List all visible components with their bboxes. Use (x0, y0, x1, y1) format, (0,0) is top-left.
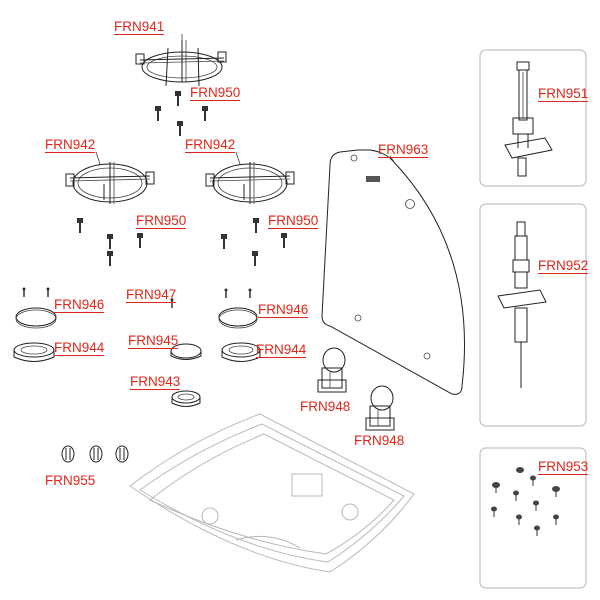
label-frn948-left: FRN948 (300, 399, 351, 414)
label-frn963: FRN963 (378, 142, 429, 158)
frame-frn952 (479, 203, 587, 427)
burner-cap-frn946-left (15, 307, 57, 329)
label-frn946-right: FRN946 (258, 302, 309, 318)
pins-frn946-right (224, 288, 252, 298)
pins-frn946-left (22, 287, 50, 297)
label-frn941: FRN941 (114, 19, 165, 35)
burner-head-frn944-left (13, 342, 55, 362)
hinge-frn948-right (365, 385, 395, 431)
screws-frn950-top (155, 91, 208, 136)
burner-cap-frn946-right (218, 307, 258, 329)
label-frn950-left: FRN950 (136, 213, 187, 229)
pan-support-frn941 (135, 40, 227, 87)
pan-support-frn942-left (65, 162, 155, 204)
burner-head-frn944-right (221, 342, 261, 362)
label-frn942-right: FRN942 (185, 137, 236, 153)
label-frn944-right: FRN944 (256, 342, 307, 358)
label-frn950-top: FRN950 (190, 85, 241, 101)
thermocouple-frn951 (504, 61, 553, 177)
label-frn948-right: FRN948 (354, 433, 405, 448)
label-frn942-left: FRN942 (45, 137, 96, 153)
screw-set-frn953 (491, 467, 560, 536)
label-frn946-left: FRN946 (54, 297, 105, 313)
label-frn955: FRN955 (45, 473, 96, 488)
screws-frn950-left (77, 218, 143, 266)
leader-frn942-right (235, 151, 241, 165)
glass-lid-frn963 (321, 149, 465, 395)
drip-pan-tray (129, 413, 415, 573)
screws-frn950-right (221, 218, 287, 266)
label-frn951: FRN951 (538, 86, 589, 102)
spark-plug-frn952 (497, 221, 547, 388)
burner-cap-frn945 (170, 343, 202, 360)
hinge-frn948-left (317, 347, 347, 393)
pins-frn947 (170, 298, 174, 308)
pan-support-frn942-right (205, 162, 295, 204)
label-frn943: FRN943 (130, 374, 181, 390)
label-frn953: FRN953 (538, 459, 589, 475)
leader-frn942-left (95, 151, 101, 165)
label-frn947: FRN947 (126, 287, 177, 303)
label-frn952: FRN952 (538, 258, 589, 274)
frame-frn953 (479, 447, 587, 589)
label-frn950-right: FRN950 (268, 213, 319, 229)
burner-head-frn943 (171, 390, 201, 407)
label-frn945: FRN945 (128, 333, 179, 349)
knobs-frn955 (61, 445, 129, 463)
label-frn944-left: FRN944 (54, 340, 105, 356)
